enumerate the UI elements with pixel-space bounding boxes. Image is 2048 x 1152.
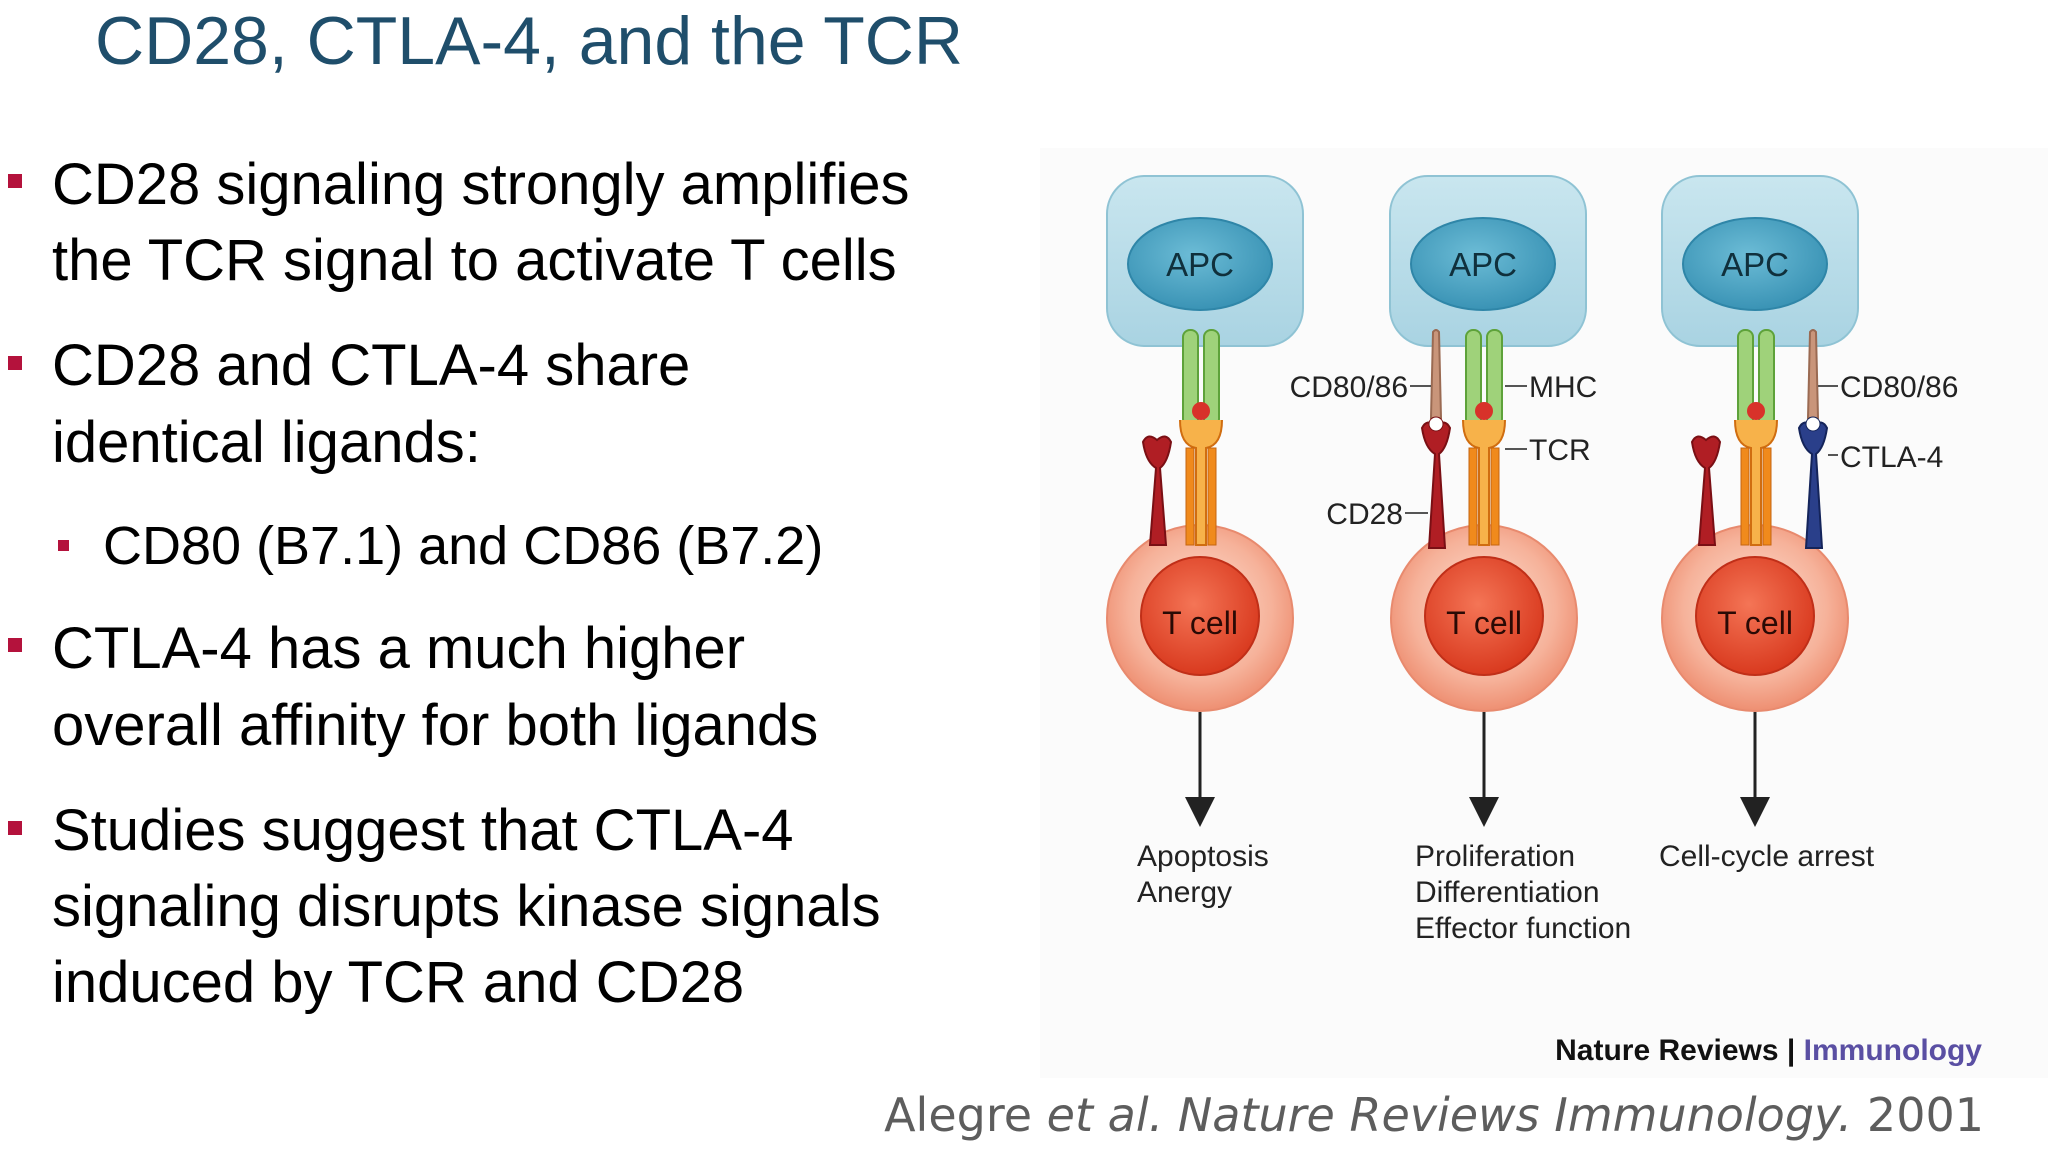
bullet-4-line-2: signaling disrupts kinase signals bbox=[52, 874, 881, 939]
credit-journal: Immunology bbox=[1803, 1034, 1982, 1067]
outcome-cell-cycle-arrest: Cell-cycle arrest bbox=[1659, 840, 1875, 873]
sub-bullet-ligands: CD80 (B7.1) and CD86 (B7.2) bbox=[103, 516, 824, 576]
bullet-4-line-3: induced by TCR and CD28 bbox=[52, 950, 745, 1015]
bullet-1-line-1: CD28 signaling strongly amplifies bbox=[52, 152, 910, 217]
cd80-86-ligand bbox=[1806, 329, 1820, 419]
label-cd80-86: CD80/86 bbox=[1840, 371, 1958, 404]
label-tcr: TCR bbox=[1529, 434, 1591, 467]
outcome-apoptosis: Apoptosis bbox=[1137, 840, 1269, 873]
citation-author: Alegre bbox=[884, 1088, 1033, 1142]
panel-activation: APC T cell CD80/86 MHC TCR bbox=[1290, 175, 1631, 945]
panel-apoptosis: APC T cell Apoptosis Anergy bbox=[1106, 175, 1304, 909]
slide-title: CD28, CTLA-4, and the TCR bbox=[95, 3, 963, 79]
apc-nucleus bbox=[1127, 217, 1273, 311]
outcome-differentiation: Differentiation bbox=[1415, 876, 1600, 909]
mhc-molecule bbox=[1182, 329, 1220, 427]
label-cd28: CD28 bbox=[1326, 498, 1403, 531]
cd28-receptor bbox=[1420, 416, 1452, 549]
bullet-marker bbox=[8, 356, 22, 370]
bullet-4-line-1: Studies suggest that CTLA-4 bbox=[52, 798, 794, 863]
bullet-2-line-1: CD28 and CTLA-4 share bbox=[52, 333, 691, 398]
sub-bullet-marker bbox=[58, 540, 69, 551]
t-cell-label: T cell bbox=[1717, 605, 1793, 641]
apc-label: APC bbox=[1166, 246, 1234, 283]
bullet-marker bbox=[8, 638, 22, 652]
bullet-marker bbox=[8, 821, 22, 835]
outcome-effector-function: Effector function bbox=[1415, 912, 1631, 945]
label-ctla4: CTLA-4 bbox=[1840, 441, 1943, 474]
t-cell-label: T cell bbox=[1446, 605, 1522, 641]
citation-journal: Nature Reviews Immunology. bbox=[1177, 1088, 1853, 1142]
cd28-receptor bbox=[1690, 435, 1722, 546]
citation-year: 2001 bbox=[1866, 1088, 1984, 1142]
t-cell-nucleus bbox=[1424, 556, 1544, 676]
citation: Alegre et al. Nature Reviews Immunology.… bbox=[884, 1088, 1984, 1142]
label-cd80-86: CD80/86 bbox=[1290, 371, 1408, 404]
apc-nucleus bbox=[1410, 217, 1556, 311]
panel-inhibition: APC T cell CD80/86 CTLA-4 bbox=[1659, 175, 1958, 873]
tcr-receptor bbox=[1179, 402, 1223, 546]
outcome-anergy: Anergy bbox=[1137, 876, 1232, 909]
tcr-receptor bbox=[1734, 402, 1778, 546]
t-cell-nucleus bbox=[1140, 556, 1260, 676]
t-cell-nucleus bbox=[1695, 556, 1815, 676]
ctla4-receptor bbox=[1797, 416, 1829, 549]
credit-publisher: Nature Reviews bbox=[1555, 1034, 1779, 1067]
credit-separator: | bbox=[1786, 1034, 1796, 1067]
bullet-3-line-2: overall affinity for both ligands bbox=[52, 693, 819, 758]
apc-label: APC bbox=[1721, 246, 1789, 283]
outcome-proliferation: Proliferation bbox=[1415, 840, 1575, 873]
bullet-3-line-1: CTLA-4 has a much higher bbox=[52, 616, 746, 681]
cd80-86-ligand bbox=[1429, 329, 1443, 419]
figure-credit: Nature Reviews | Immunology bbox=[1555, 1034, 1982, 1068]
label-mhc: MHC bbox=[1529, 371, 1597, 404]
apc-label: APC bbox=[1449, 246, 1517, 283]
bullet-2-line-2: identical ligands: bbox=[52, 410, 481, 475]
bullet-1-line-2: the TCR signal to activate T cells bbox=[52, 228, 897, 293]
cd28-receptor bbox=[1141, 435, 1173, 546]
tcr-receptor bbox=[1462, 402, 1506, 546]
t-cell-label: T cell bbox=[1162, 605, 1238, 641]
citation-etal: et al. bbox=[1046, 1088, 1164, 1142]
bullet-marker bbox=[8, 174, 22, 188]
apc-nucleus bbox=[1682, 217, 1828, 311]
